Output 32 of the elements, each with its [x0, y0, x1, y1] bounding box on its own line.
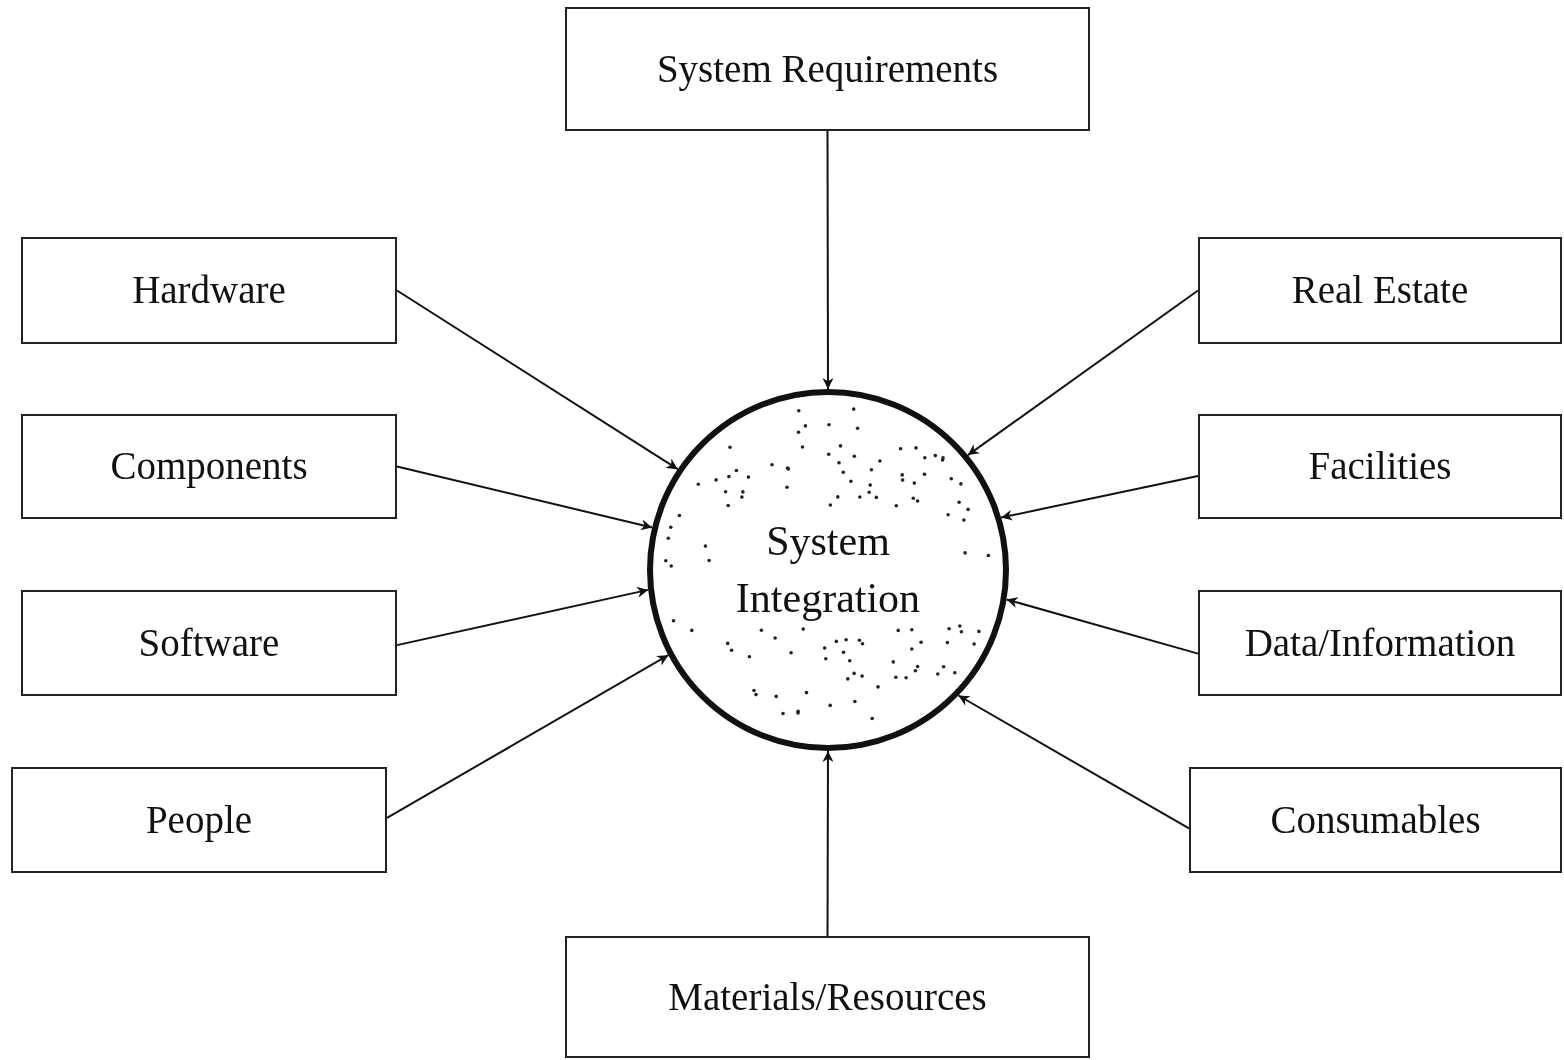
box-label: Facilities: [1308, 443, 1452, 490]
input-box: [1198, 590, 1562, 696]
box-label: Materials/Resources: [668, 973, 987, 1020]
input-box: [1189, 767, 1562, 873]
box-label: Components: [110, 443, 308, 490]
arrow: [1005, 597, 1199, 655]
box-label: Real Estate: [1291, 267, 1469, 314]
input-box: [11, 767, 387, 873]
circle-label: System Integration: [734, 517, 922, 623]
arrow: [386, 654, 670, 819]
arrow: [957, 694, 1190, 830]
box-label: People: [145, 796, 253, 844]
arrow: [822, 130, 834, 390]
input-box: [21, 414, 397, 519]
box-label: Data/Information: [1244, 619, 1516, 666]
input-box: [565, 936, 1090, 1058]
arrow: [1000, 474, 1199, 521]
integration-circle: [646, 388, 1010, 752]
input-box: [21, 590, 397, 696]
input-box: [21, 237, 397, 344]
input-box: [1198, 414, 1562, 519]
input-box: [565, 7, 1090, 131]
arrow: [822, 750, 834, 937]
arrow: [966, 289, 1199, 457]
box-label: Hardware: [132, 267, 286, 314]
input-box: [1198, 237, 1562, 344]
arrow: [396, 586, 650, 647]
box-label: System Requirements: [656, 45, 999, 93]
arrow: [396, 289, 679, 471]
box-label: Consumables: [1270, 796, 1481, 843]
arrow: [396, 465, 654, 531]
box-label: Software: [138, 619, 280, 666]
